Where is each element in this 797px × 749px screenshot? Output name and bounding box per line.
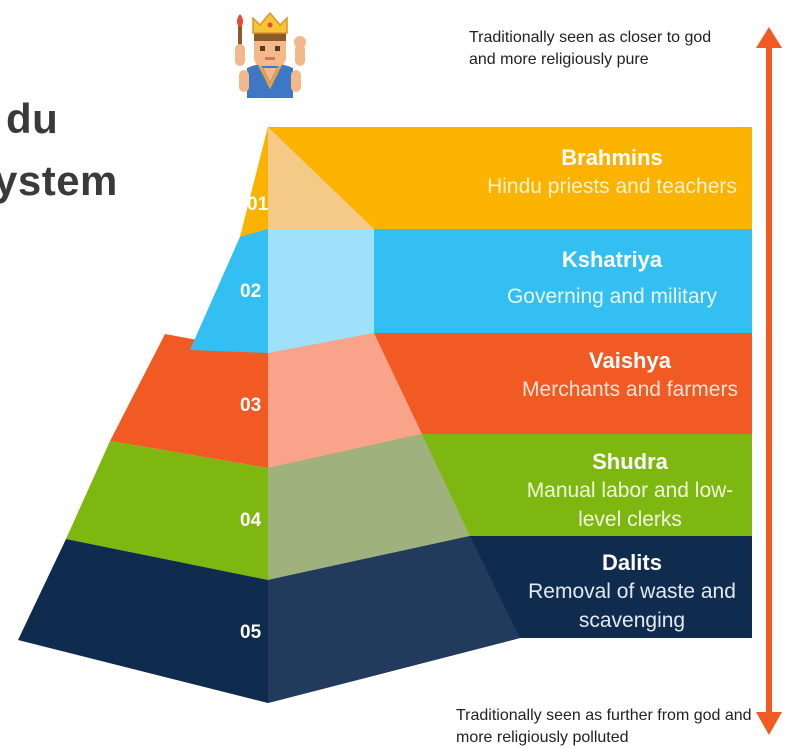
tier-2-number: 02 [240,281,262,302]
tier-2-label: Kshatriya Governing and military [480,246,744,311]
tier-5-face [268,536,520,703]
tier-5-number: 05 [240,622,262,643]
tier-1-description: Hindu priests and teachers [487,175,737,198]
tier-1-label: Brahmins Hindu priests and teachers [480,144,744,201]
tier-5-label: Dalits Removal of waste and scavenging [520,549,744,635]
tier-1-number: 01 [247,194,269,215]
tier-4-number: 04 [240,510,262,531]
tier-5-description: Removal of waste and scavenging [528,580,736,632]
tier-3-name: Vaishya [589,348,671,373]
deity-icon [235,11,306,98]
tier-3-number: 03 [240,395,262,416]
title-line-2: ystem [0,157,118,204]
tier-5-name: Dalits [602,550,662,575]
tier-3-description: Merchants and farmers [522,378,738,401]
tier-4-face [268,434,470,580]
title-line-1: du [6,95,59,142]
tier-2-description: Governing and military [506,285,718,308]
double-headed-arrow-icon [756,27,782,735]
tier-1-face [268,127,374,229]
tier-4-name: Shudra [592,449,668,474]
note-closer-to-god: Traditionally seen as closer to god and … [469,29,712,68]
tier-3-label: Vaishya Merchants and farmers [520,347,740,404]
tier-4-description: Manual labor and low-level clerks [526,479,734,531]
note-further-from-god: Traditionally seen as further from god a… [456,707,752,746]
tier-1-shape [240,127,752,237]
tier-4-label: Shudra Manual labor and low-level clerks [510,448,750,534]
tier-2-name: Kshatriya [561,247,663,272]
tier-3-face [268,333,422,468]
tier-1-name: Brahmins [561,145,663,170]
